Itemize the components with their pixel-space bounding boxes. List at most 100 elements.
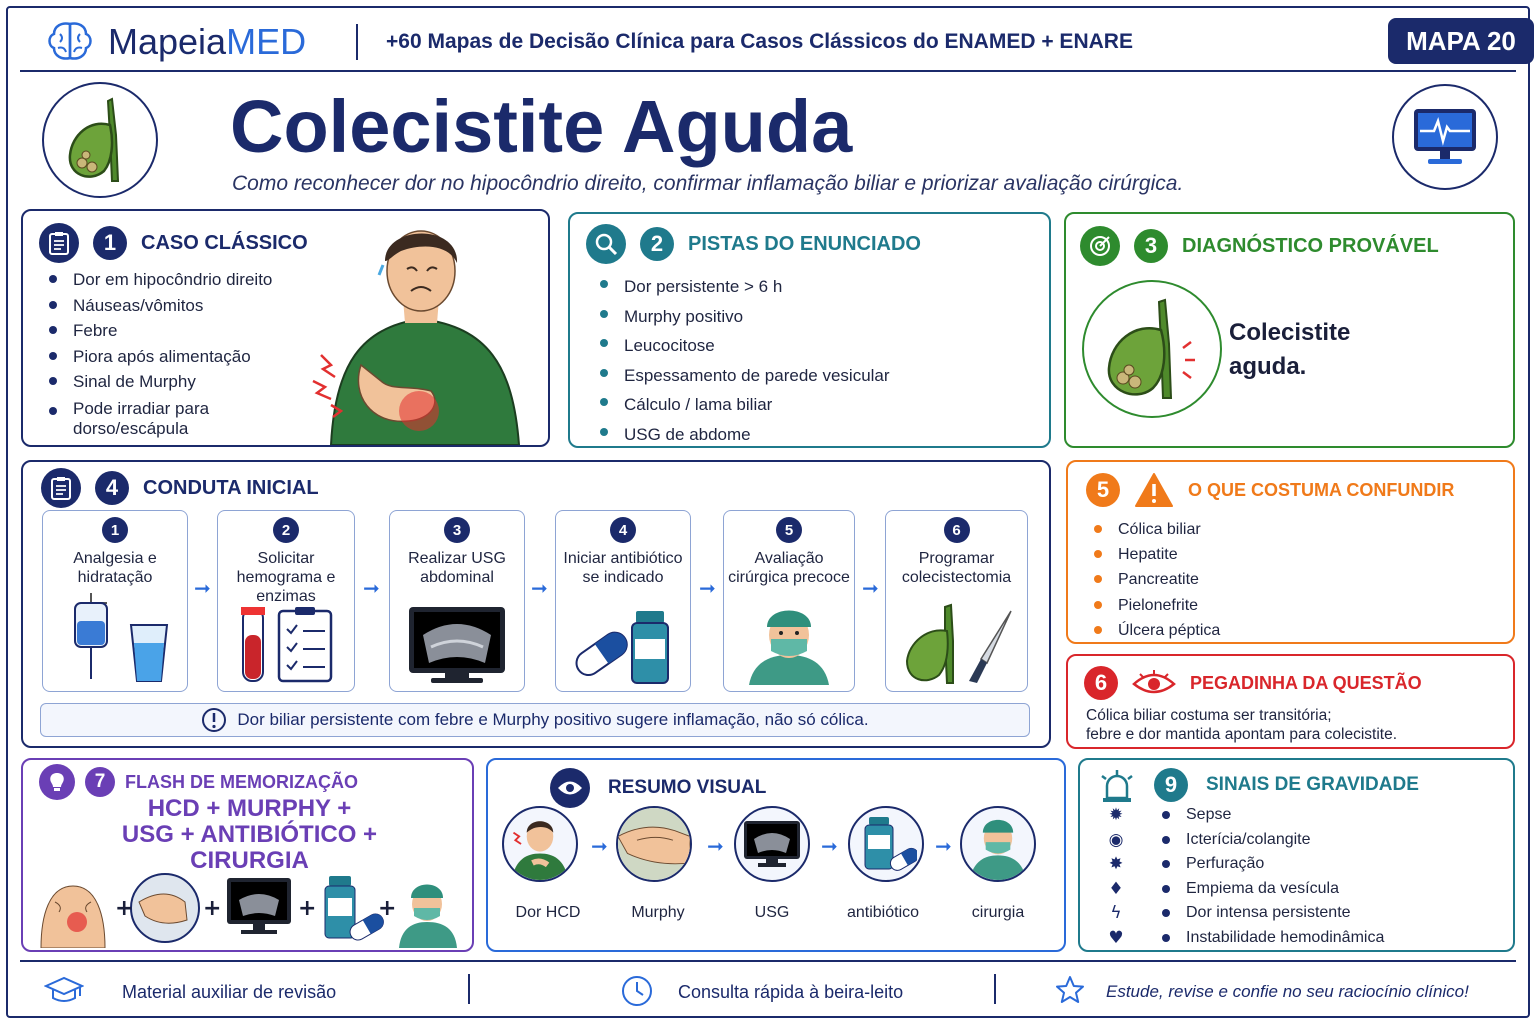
footer-left-text: Material auxiliar de revisão	[122, 982, 337, 1002]
section-flash: 7 FLASH DE MEMORIZAÇÃO HCD + MURPHY + US…	[21, 758, 474, 952]
section-number: 3	[1134, 229, 1168, 263]
clipboard-icon	[41, 468, 81, 508]
step-number: 6	[943, 517, 970, 543]
eye-icon: ◉	[1108, 829, 1124, 850]
section-number: 1	[93, 226, 127, 260]
section-diagnostico: 3 DIAGNÓSTICO PROVÁVEL Colecistite aguda…	[1064, 212, 1515, 448]
list-item: Febre	[45, 318, 275, 344]
resumo-label: Dor HCD	[515, 904, 581, 921]
section-number: 4	[95, 471, 129, 505]
section-title: PISTAS DO ENUNCIADO	[688, 232, 921, 255]
resumo-label: Murphy	[631, 904, 685, 921]
page-title: Colecistite Aguda	[230, 85, 853, 168]
antibiotic-icon	[864, 817, 917, 871]
plus-sign: +	[378, 896, 397, 921]
monitor-emblem	[1392, 84, 1498, 190]
brand-name: MapeiaMED	[108, 21, 307, 62]
patient-pain-icon	[511, 821, 569, 880]
section-title: SINAIS DE GRAVIDADE	[1206, 774, 1419, 795]
arrow-right-icon: ➞	[591, 834, 608, 858]
murphy-palpation-icon	[618, 808, 690, 880]
ultrasound-monitor-icon	[744, 821, 800, 867]
burst-icon: ✸	[1108, 854, 1124, 874]
alarm-siren-icon	[1101, 770, 1133, 802]
caso-list: Dor em hipocôndrio direito Náuseas/vômit…	[45, 267, 275, 439]
star-icon	[1056, 976, 1084, 1003]
section-title: PEGADINHA DA QUESTÃO	[1190, 672, 1422, 693]
magnifier-icon	[586, 224, 626, 264]
eye-alert-icon	[1132, 670, 1176, 694]
target-icon	[1080, 226, 1120, 266]
list-item: Cálculo / lama biliar	[596, 390, 1036, 420]
bacteria-icon: ✹	[1108, 805, 1124, 825]
header: MapeiaMED +60 Mapas de Decisão Clínica p…	[20, 14, 1534, 72]
mnemonic-line: CIRURGIA	[190, 847, 309, 874]
list-item: Pode irradiar para dorso/escápula	[45, 399, 275, 439]
diagnosis-line: Colecistite	[1229, 319, 1351, 346]
diagnosis-text: Colecistite aguda.	[1229, 316, 1350, 384]
section-number: 2	[640, 227, 674, 261]
arrow-right-icon: ➞	[707, 834, 724, 858]
section-title: O QUE COSTUMA CONFUNDIR	[1188, 479, 1455, 500]
step-number: 5	[776, 517, 802, 543]
plus-sign: +	[203, 896, 222, 921]
arrow-right-icon: ➞	[699, 576, 716, 600]
header-subtitle: +60 Mapas de Decisão Clínica para Casos …	[386, 30, 1133, 53]
footer-middle-text: Consulta rápida à beira-leito	[678, 982, 904, 1002]
section-pegadinha: 6 PEGADINHA DA QUESTÃO Cólica biliar cos…	[1066, 654, 1515, 749]
graduation-cap-icon	[44, 976, 84, 1002]
section-gravidade: 9 SINAIS DE GRAVIDADE ✹ ◉ ✸ ♦ ϟ ♥ Sepse …	[1078, 758, 1515, 952]
arrow-right-icon: ➞	[194, 576, 211, 600]
resumo-label: cirurgia	[971, 904, 1025, 921]
list-item: Murphy positivo	[596, 302, 1036, 332]
drop-icon: ♦	[1108, 878, 1124, 899]
note-text: Dor biliar persistente com febre e Murph…	[237, 710, 869, 729]
page-tagline: Como reconhecer dor no hipocôndrio direi…	[232, 172, 1184, 195]
list-item: Dor intensa persistente	[1158, 901, 1498, 926]
section-number: 5	[1086, 473, 1120, 507]
list-item: Dor persistente > 6 h	[596, 272, 1036, 302]
section-caso-classico: 1 CASO CLÁSSICO Dor em hipocôndrio direi…	[21, 209, 550, 447]
section-title: CASO CLÁSSICO	[141, 231, 308, 254]
section-title: DIAGNÓSTICO PROVÁVEL	[1182, 234, 1439, 257]
resumo-cirurgia	[960, 806, 1036, 882]
diagnosis-line: aguda.	[1229, 353, 1307, 380]
step-label: Analgesia e hidratação	[73, 550, 157, 586]
surgeon-icon	[969, 819, 1027, 880]
section-pistas: 2 PISTAS DO ENUNCIADO Dor persistente > …	[568, 212, 1051, 448]
conduta-step-4: 4 Iniciar antibiótico se indicado	[555, 510, 691, 692]
resumo-antibiotico	[848, 806, 924, 882]
list-item: Pielonefrite	[1090, 593, 1470, 618]
step-number: 4	[610, 517, 636, 543]
step-label: Programar colecistectomia	[901, 550, 1012, 586]
surgeon-icon	[749, 610, 829, 685]
resumo-label: antibiótico	[846, 904, 920, 921]
iv-bag-icon	[74, 593, 169, 682]
clipboard-icon	[39, 223, 79, 263]
list-item: Icterícia/colangite	[1158, 828, 1498, 853]
resumo-murphy	[616, 806, 692, 882]
step-label: Solicitar hemograma e enzimas	[236, 550, 336, 605]
conduta-step-2: 2 Solicitar hemograma e enzimas	[217, 510, 355, 692]
cholecystectomy-icon	[905, 603, 1012, 684]
ultrasound-monitor-icon	[409, 607, 505, 683]
brain-icon	[48, 22, 92, 60]
resumo-dor-hcd	[502, 806, 578, 882]
arrow-right-icon: ➞	[821, 834, 838, 858]
step-number: 3	[444, 517, 470, 543]
gravidade-icons: ✹ ◉ ✸ ♦ ϟ ♥	[1102, 806, 1130, 948]
section-number: 6	[1084, 666, 1118, 700]
step-label: Avaliação cirúrgica precoce	[728, 550, 850, 586]
conduta-step-1: 1 Analgesia e hidratação	[42, 510, 188, 692]
monitor-icon	[1414, 109, 1476, 164]
pistas-list: Dor persistente > 6 h Murphy positivo Le…	[596, 272, 1036, 450]
lightning-icon: ϟ	[1110, 903, 1122, 923]
section-confundir: 5 O QUE COSTUMA CONFUNDIR Cólica biliar …	[1066, 460, 1515, 644]
list-item: Úlcera péptica	[1090, 618, 1470, 643]
resumo-usg	[734, 806, 810, 882]
conduta-step-5: 5 Avaliação cirúrgica precoce	[723, 510, 855, 692]
section-number: 7	[85, 767, 115, 797]
gallbladder-emblem	[42, 82, 158, 198]
header-divider	[356, 24, 358, 60]
list-item: Sepse	[1158, 803, 1498, 828]
